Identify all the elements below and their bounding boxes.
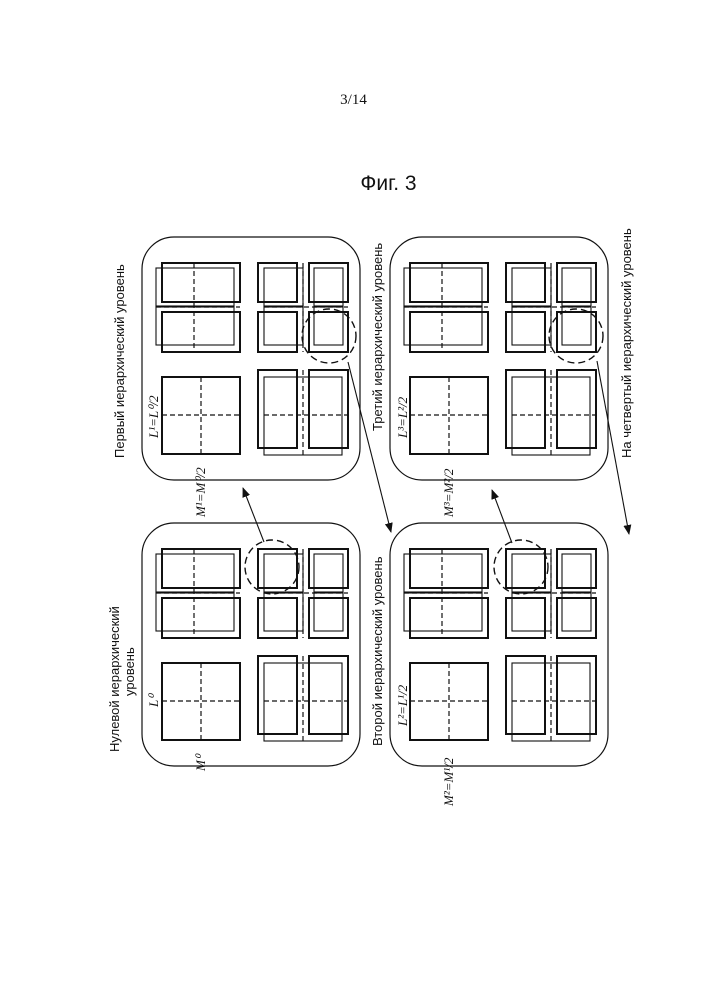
block-bottom-left	[409, 376, 489, 455]
page-number: 3/14	[340, 92, 367, 108]
thick-rect	[161, 311, 241, 353]
block-bottom-right	[257, 369, 349, 456]
level0-label-line2: уровень	[122, 647, 137, 696]
block-top-right	[505, 548, 597, 639]
thick-rect	[257, 262, 298, 303]
block-top-left	[403, 548, 489, 639]
block-bottom-left	[161, 376, 241, 455]
thick-rect	[409, 311, 489, 353]
thin-rect	[155, 267, 235, 307]
block-top-right	[257, 548, 349, 639]
thin-rect	[155, 592, 235, 632]
block-bottom-right	[505, 369, 597, 456]
thick-rect	[409, 548, 489, 589]
thick-rect	[257, 311, 298, 353]
panel-frame	[141, 522, 361, 767]
thick-rect	[409, 597, 489, 639]
thin-rect	[313, 553, 344, 593]
level0-m-label: M⁰	[193, 753, 208, 772]
thin-rect	[403, 592, 483, 632]
level0-l-label: L⁰	[146, 693, 161, 708]
level1-label: Первый иерархический уровень	[112, 264, 127, 458]
block-top-left	[403, 262, 489, 353]
level1-m-label: M¹=M⁰/2	[193, 467, 208, 518]
panel-frame	[389, 522, 609, 767]
thick-rect	[257, 655, 298, 735]
thick-rect	[409, 262, 489, 303]
arrow-level0-to-level1	[242, 487, 265, 543]
panel-level3	[389, 236, 609, 481]
thick-rect	[505, 262, 546, 303]
level3-l-label: L³=L²/2	[395, 396, 410, 439]
arrow-level1-to-level2	[347, 361, 393, 533]
level3-label: Третий иерархический уровень	[370, 243, 385, 431]
thin-rect	[403, 267, 483, 307]
level2-l-label: L²=L¹/2	[395, 684, 410, 727]
thick-rect	[556, 597, 597, 639]
thick-rect	[505, 597, 546, 639]
arrow-level2-to-level3	[491, 489, 513, 544]
block-top-left	[155, 262, 241, 353]
thin-rect	[155, 306, 235, 346]
thick-rect	[505, 548, 546, 589]
figure-title: Фиг. 3	[360, 172, 417, 195]
thin-rect	[403, 553, 483, 593]
block-bottom-right	[505, 655, 597, 742]
thick-rect	[308, 262, 349, 303]
level3-m-label: M³=M²/2	[441, 468, 456, 518]
thin-rect	[561, 553, 592, 593]
block-top-right	[257, 262, 349, 353]
selection-circle	[493, 539, 549, 595]
selection-circle	[244, 539, 300, 595]
thick-rect	[505, 311, 546, 353]
thick-rect	[556, 311, 597, 353]
thick-rect	[308, 369, 349, 449]
thick-rect	[308, 311, 349, 353]
next-level-label: На четвертый иерархический уровень	[619, 228, 634, 458]
thin-rect	[403, 306, 483, 346]
thick-rect	[257, 369, 298, 449]
panel-frame	[389, 236, 609, 481]
level0-label-line1: Нулевой иерархический	[107, 606, 122, 752]
panel-level0	[141, 522, 361, 767]
thick-rect	[308, 548, 349, 589]
arrow-level3-to-level4	[596, 360, 632, 535]
thin-rect	[155, 553, 235, 593]
thick-rect	[161, 262, 241, 303]
selection-circle	[548, 308, 604, 364]
level2-label: Второй иерархический уровень	[370, 556, 385, 746]
panel-level1	[141, 236, 361, 481]
thin-rect	[313, 267, 344, 307]
thick-rect	[556, 262, 597, 303]
thick-rect	[556, 655, 597, 735]
block-bottom-left	[161, 662, 241, 741]
block-bottom-right	[257, 655, 349, 742]
selection-circle	[301, 308, 357, 364]
thick-rect	[505, 369, 546, 449]
panel-level2	[389, 522, 609, 767]
block-top-right	[505, 262, 597, 353]
thick-rect	[556, 369, 597, 449]
thick-rect	[257, 597, 298, 639]
thick-rect	[308, 655, 349, 735]
thin-rect	[561, 267, 592, 307]
panel-frame	[141, 236, 361, 481]
block-bottom-left	[409, 662, 489, 741]
thick-rect	[257, 548, 298, 589]
level1-l-label: L¹=L⁰/2	[146, 395, 161, 439]
thick-rect	[161, 548, 241, 589]
thick-rect	[161, 597, 241, 639]
thick-rect	[556, 548, 597, 589]
thick-rect	[308, 597, 349, 639]
thick-rect	[505, 655, 546, 735]
block-top-left	[155, 548, 241, 639]
level2-m-label: M²=M¹/2	[441, 757, 456, 807]
